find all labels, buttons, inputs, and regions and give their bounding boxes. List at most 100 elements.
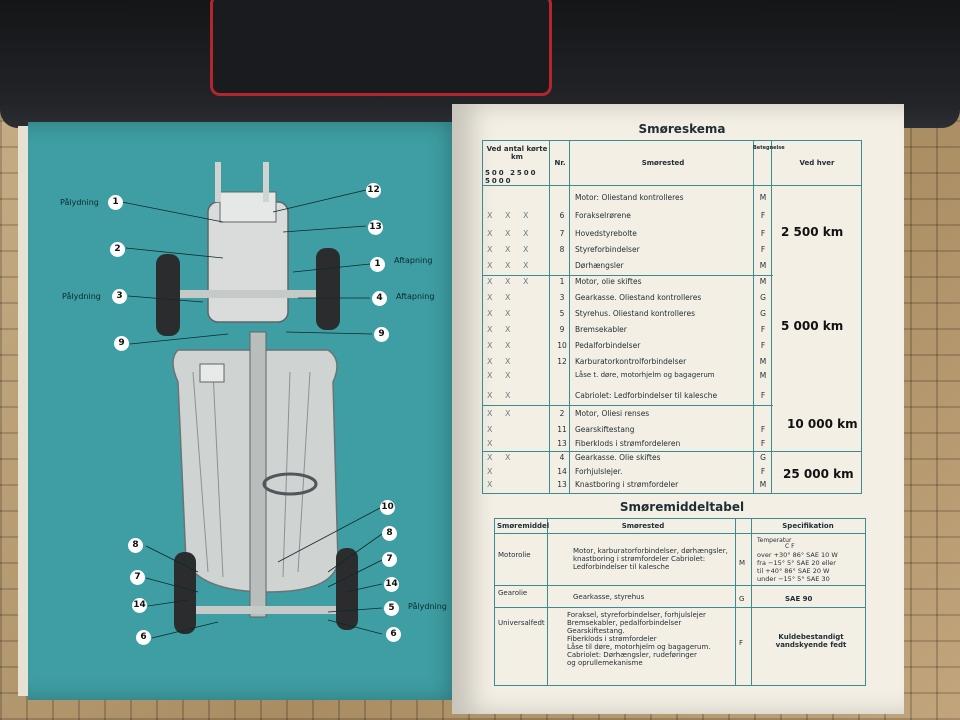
row-rule [495,607,865,608]
row-nr: 12 [557,357,567,366]
row-code: F [760,467,766,476]
leader-9l [129,333,229,345]
battery-box [199,363,225,383]
col-rule-code [751,519,752,685]
spec-line: fra −15° 5° SAE 20 eller [757,559,836,567]
row-marks: X X [487,293,516,302]
header-nr: Nr. [554,159,566,167]
smoremiddeltabel-title: Smøremiddeltabel [619,500,745,514]
row-marks: X X [487,453,516,462]
page-edge [18,126,28,696]
table-row: X X X 6 Forakselrørene F [483,211,773,226]
leader-7r [327,559,383,588]
row-nr: 1 [559,277,565,286]
row-code: F [760,245,766,254]
row-code: M [759,193,767,202]
row-rule [495,585,865,586]
row-place: Styrehus. Oliestand kontrolleres [575,309,695,318]
row-nr: 13 [557,480,567,489]
leader-8r [327,533,383,573]
spec-line: under −15° 5° SAE 30 [757,575,830,583]
row-marks: X X X [487,229,534,238]
leader-14r [345,583,383,593]
spec-line: over +30° 86° SAE 10 W [757,551,838,559]
leader-6l [151,621,219,639]
sted-line: Låse til døre, motorhjelm og bagagerum. [567,643,711,651]
row-place: Gearskiftestang [575,425,635,434]
sted-line: Bremsekabler, pedalforbindelser [567,619,682,627]
row-place: Bremsekabler [575,325,627,334]
row-code: F [760,229,766,238]
row-marks: X X X [487,261,534,270]
row-place: Forakselrørene [575,211,631,220]
interval-10000: 10 000 km [787,417,858,431]
table-row: X 14 Forhjulslejer. F [483,467,773,482]
marker-14-right: 14 [384,577,399,592]
table-row: X X 12 Karburatorkontrolforbindelser M [483,357,773,372]
leader-13 [282,225,367,233]
table-row: X X Cabriolet: Ledforbindelser til kales… [483,391,773,406]
sted-motorolie: Motor, karburatorforbindelser, dørhængsl… [573,547,728,571]
row-code: M [759,277,767,286]
label-pafyldning-3: Pålydning [408,602,447,611]
marker-7-left: 7 [130,570,145,585]
group-rule [483,405,773,406]
row-place: Dørhængsler [575,261,624,270]
row-code: G [760,293,766,302]
code-motorolie: M [739,559,746,567]
leader-14l [147,599,189,607]
marker-8-left: 8 [128,538,143,553]
row-place: Fiberklods i strømfordeleren [575,439,681,448]
row-marks: X X [487,341,516,350]
row-code: M [759,357,767,366]
row-code: F [760,391,766,400]
col-rule-km [549,141,550,493]
row-place: Motor, Oliesi renses [575,409,650,418]
row-code: M [759,480,767,489]
middel-motorolie: Motorolie [498,551,531,559]
table-row: X X 3 Gearkasse. Oliestand kontrolleres … [483,293,773,308]
marker-6-left: 6 [136,630,151,645]
smoremiddeltabel-table: Smøremiddel Smørested Specifikation Moto… [494,518,866,686]
table-row: X X 9 Bremsekabler F [483,325,773,340]
header-rule [483,185,861,186]
table-row: X X 4 Gearkasse. Olie skiftes G [483,453,773,468]
table-row: X X X 7 Hovedstyrebolte F [483,229,773,244]
row-marks: X [487,425,498,434]
row-place: Karburatorkontrolforbindelser [575,357,687,366]
wheel-rear-left [174,552,196,634]
smoreskema-title: Smøreskema [638,122,726,136]
leader-5 [327,607,383,613]
row-marks: X X [487,391,516,400]
touchpad[interactable] [210,0,552,96]
row-code: F [760,341,766,350]
header-rule [495,533,865,534]
sted-line: Foraksel, styreforbindelser, forhjulslej… [567,611,706,619]
sted-line: Cabriolet: Dørhængsler, rudeføringer [567,651,697,659]
leader-7l [145,577,199,593]
steering-wheel [262,472,318,496]
chassis-illustration [121,162,383,639]
marker-1: 1 [108,195,123,210]
code-universalfedt: F [739,639,744,647]
header-betegnelse: Betegnelse [753,145,785,151]
header-km-cols: 500 2500 5000 [485,169,549,185]
table-row: X X 2 Motor, Oliesi renses [483,409,773,424]
leader-2 [125,247,224,259]
smoreskema-table: Ved antal kørte km 500 2500 5000 Nr. Smø… [482,140,862,494]
group-rule [483,275,773,276]
leader-10 [277,507,381,563]
leader-6r [327,619,383,635]
middel-gearolie: Gearolie [498,589,528,597]
table-row: X X X 1 Motor, olie skiftes M [483,277,773,292]
row-nr: 9 [559,325,565,334]
label-pafyldning-2: Pålydning [62,292,101,301]
row-nr: 2 [559,409,565,418]
table-row: X X 5 Styrehus. Oliestand kontrolleres G [483,309,773,324]
leader-1r [292,263,371,273]
row-marks: X X [487,371,516,380]
col-rule-sted [735,519,736,685]
row-marks: X X [487,409,516,418]
wheel-front-right [316,248,340,330]
col-rule-code [771,141,772,493]
